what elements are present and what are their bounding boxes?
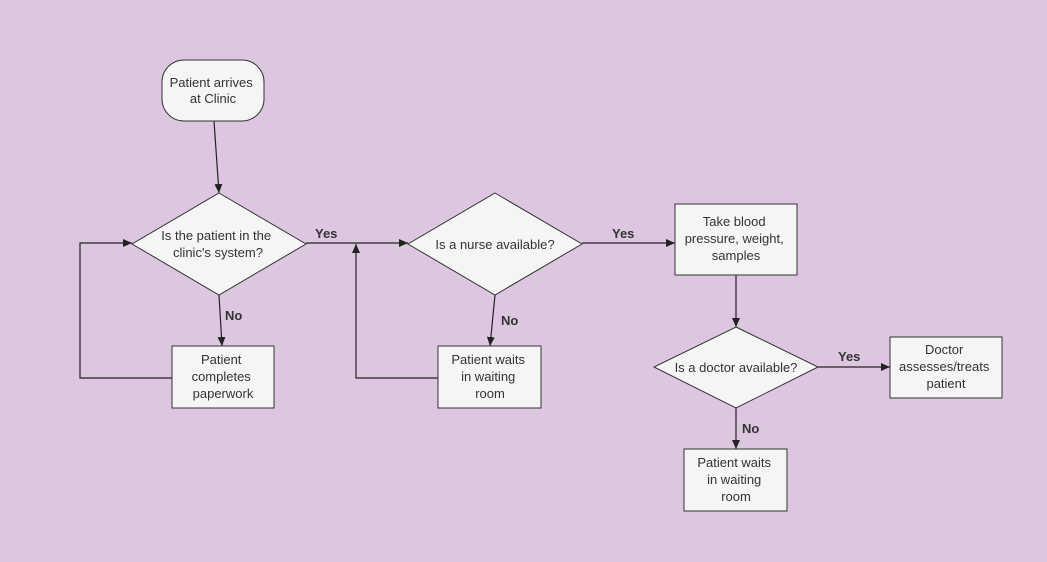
decision-system-line-1: Is the patient in the: [161, 228, 271, 243]
paperwork-box: [171, 345, 275, 409]
edge-wait-loop-to-nurse: [352, 244, 438, 379]
vitals-line-1: Take blood: [703, 214, 766, 229]
paperwork-text: Patient completes paperwork: [192, 352, 255, 401]
edge-paperwork-loop-to-system: [79, 239, 172, 379]
label-doctor-no: No: [742, 421, 759, 436]
paperwork-line-1: Patient: [201, 352, 242, 367]
edge-nurse-no-to-wait: [486, 294, 496, 347]
label-system-no: No: [225, 308, 242, 323]
start-line-2: at Clinic: [190, 91, 237, 106]
edge-system-no-to-paperwork: [217, 294, 226, 347]
wait-nurse-line-2: in waiting: [461, 369, 515, 384]
decision-system-text: Is the patient in the clinic's system?: [161, 228, 274, 260]
wait-doctor-line-3: room: [721, 489, 751, 504]
node-decision-doctor: Is a doctor available?: [652, 326, 820, 409]
node-doctor: Doctor assesses/treats patient: [889, 336, 1003, 399]
doctor-text: Doctor assesses/treats patient: [899, 342, 993, 391]
wait-nurse-line-1: Patient waits: [451, 352, 525, 367]
start-line-1: Patient arrives: [170, 75, 254, 90]
node-paperwork: Patient completes paperwork: [171, 345, 275, 409]
label-nurse-yes: Yes: [612, 226, 634, 241]
node-wait-nurse: Patient waits in waiting room: [437, 345, 542, 409]
node-wait-doctor: Patient waits in waiting room: [683, 448, 788, 512]
decision-system-diamond: [131, 192, 307, 296]
edge-start-to-system: [213, 120, 223, 194]
vitals-line-2: pressure, weight,: [685, 231, 784, 246]
wait-doctor-line-1: Patient waits: [697, 455, 771, 470]
vitals-text: Take blood pressure, weight, samples: [685, 214, 788, 263]
decision-nurse-text: Is a nurse available?: [435, 237, 554, 252]
edges: [79, 120, 890, 449]
wait-nurse-box: [437, 345, 542, 409]
doctor-line-3: patient: [926, 376, 965, 391]
edge-labels: Yes No Yes No Yes No: [225, 226, 860, 436]
label-system-yes: Yes: [315, 226, 337, 241]
decision-doctor-text: Is a doctor available?: [675, 360, 798, 375]
wait-doctor-box: [683, 448, 788, 512]
wait-doctor-line-2: in waiting: [707, 472, 761, 487]
start-terminal-shape: [161, 59, 265, 122]
wait-nurse-text: Patient waits in waiting room: [451, 352, 528, 401]
start-text: Patient arrives at Clinic: [170, 75, 257, 106]
doctor-box: [889, 336, 1003, 399]
node-decision-system: Is the patient in the clinic's system?: [131, 192, 307, 296]
paperwork-line-2: completes: [192, 369, 252, 384]
decision-doctor-line-1: Is a doctor available?: [675, 360, 798, 375]
decision-nurse-line-1: Is a nurse available?: [435, 237, 554, 252]
node-vitals: Take blood pressure, weight, samples: [674, 203, 798, 276]
vitals-line-3: samples: [712, 248, 761, 263]
doctor-line-2: assesses/treats: [899, 359, 990, 374]
vitals-box: [674, 203, 798, 276]
label-nurse-no: No: [501, 313, 518, 328]
doctor-line-1: Doctor: [925, 342, 964, 357]
label-doctor-yes: Yes: [838, 349, 860, 364]
node-start: Patient arrives at Clinic: [161, 59, 265, 122]
wait-doctor-text: Patient waits in waiting room: [697, 455, 774, 504]
decision-system-line-2: clinic's system?: [173, 245, 263, 260]
decision-nurse-diamond: [407, 192, 583, 296]
decision-doctor-diamond: [652, 326, 820, 409]
wait-nurse-line-3: room: [475, 386, 505, 401]
node-decision-nurse: Is a nurse available?: [407, 192, 583, 296]
paperwork-line-3: paperwork: [193, 386, 254, 401]
